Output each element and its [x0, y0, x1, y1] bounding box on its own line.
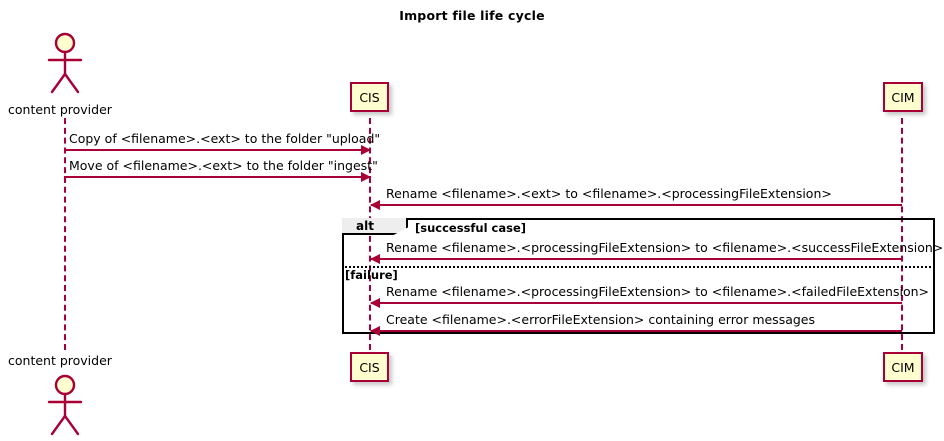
- actor-label-content-provider-bottom: content provider: [8, 353, 112, 368]
- message-line-4: [371, 258, 902, 260]
- arrow-head-left-5: [370, 298, 380, 308]
- alt-fragment-operator-tab: alt: [342, 218, 408, 235]
- arrow-head-right-2: [361, 172, 371, 182]
- message-label-2: Move of <filename>.<ext> to the folder "…: [69, 158, 378, 173]
- actor-stick-figure-icon: [47, 374, 83, 436]
- arrow-head-left-4: [370, 254, 380, 264]
- message-label-6: Create <filename>.<errorFileExtension> c…: [386, 312, 816, 327]
- participant-box-cim-top[interactable]: CIM: [883, 82, 923, 112]
- participant-label-cim-top: CIM: [891, 89, 915, 105]
- message-line-1: [64, 149, 371, 151]
- alt-fragment-operator-label: alt: [356, 218, 374, 233]
- message-label-1: Copy of <filename>.<ext> to the folder "…: [69, 131, 381, 146]
- message-label-3: Rename <filename>.<ext> to <filename>.<p…: [386, 186, 832, 201]
- arrow-head-right-1: [361, 145, 371, 155]
- actor-stick-figure-icon: [47, 32, 83, 94]
- participant-box-cis-top[interactable]: CIS: [350, 82, 389, 112]
- actor-label-content-provider-top: content provider: [8, 102, 112, 117]
- participant-box-cis-bottom[interactable]: CIS: [350, 352, 389, 382]
- page-title: Import file life cycle: [399, 8, 545, 23]
- participant-label-cim-bottom: CIM: [891, 359, 915, 375]
- actor-content-provider-top: [43, 32, 87, 94]
- participant-box-cim-bottom[interactable]: CIM: [883, 352, 923, 382]
- participant-label-cis-top: CIS: [359, 89, 380, 105]
- alt-fragment-guard-failure: [failure]: [345, 268, 398, 282]
- participant-label-cis-bottom: CIS: [359, 359, 380, 375]
- alt-combined-fragment: [342, 218, 935, 334]
- arrow-head-left-6: [370, 326, 380, 336]
- lifeline-content-provider: [64, 118, 66, 350]
- alt-fragment-divider: [342, 266, 935, 268]
- message-line-6: [371, 330, 902, 332]
- message-label-4: Rename <filename>.<processingFileExtensi…: [386, 240, 944, 255]
- actor-content-provider-bottom: [43, 374, 87, 436]
- message-line-2: [64, 176, 371, 178]
- message-label-5: Rename <filename>.<processingFileExtensi…: [386, 284, 929, 299]
- arrow-head-left-3: [370, 200, 380, 210]
- message-line-3: [371, 204, 902, 206]
- message-line-5: [371, 302, 902, 304]
- alt-fragment-guard-successful: [successful case]: [415, 221, 527, 235]
- lifeline-cim: [901, 118, 903, 350]
